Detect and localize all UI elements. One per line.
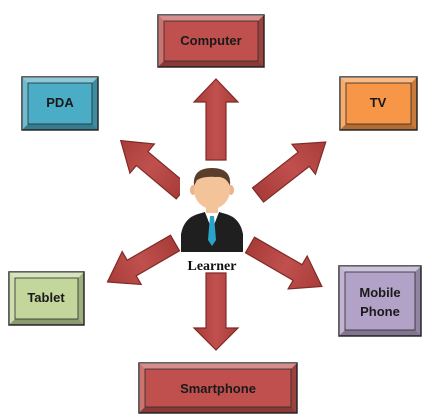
arrow-to-smartphone xyxy=(192,272,240,351)
person-icon xyxy=(181,168,243,252)
learner-label: Learner xyxy=(188,259,237,274)
device-box-computer: Computer xyxy=(157,14,265,68)
arrow-to-computer xyxy=(192,78,240,161)
arrow-to-tv xyxy=(251,141,327,203)
device-label-pda: PDA xyxy=(46,95,74,110)
device-box-tv: TV xyxy=(339,76,418,131)
device-label-phone: Phone xyxy=(360,304,400,319)
device-box-mobile-phone: Mobile Phone xyxy=(338,265,422,337)
device-label-computer: Computer xyxy=(180,33,241,48)
arrow-to-tablet xyxy=(106,234,181,286)
arrows xyxy=(106,78,327,351)
learner-node: Learner xyxy=(180,168,244,274)
device-label-mobile: Mobile xyxy=(359,285,400,300)
arrow-to-mobile-phone xyxy=(244,236,323,290)
device-label-smartphone: Smartphone xyxy=(180,381,256,396)
device-box-pda: PDA xyxy=(21,76,99,131)
device-label-tablet: Tablet xyxy=(27,290,65,305)
device-label-tv: TV xyxy=(370,95,387,110)
device-box-tablet: Tablet xyxy=(8,271,85,326)
device-box-smartphone: Smartphone xyxy=(138,362,298,414)
